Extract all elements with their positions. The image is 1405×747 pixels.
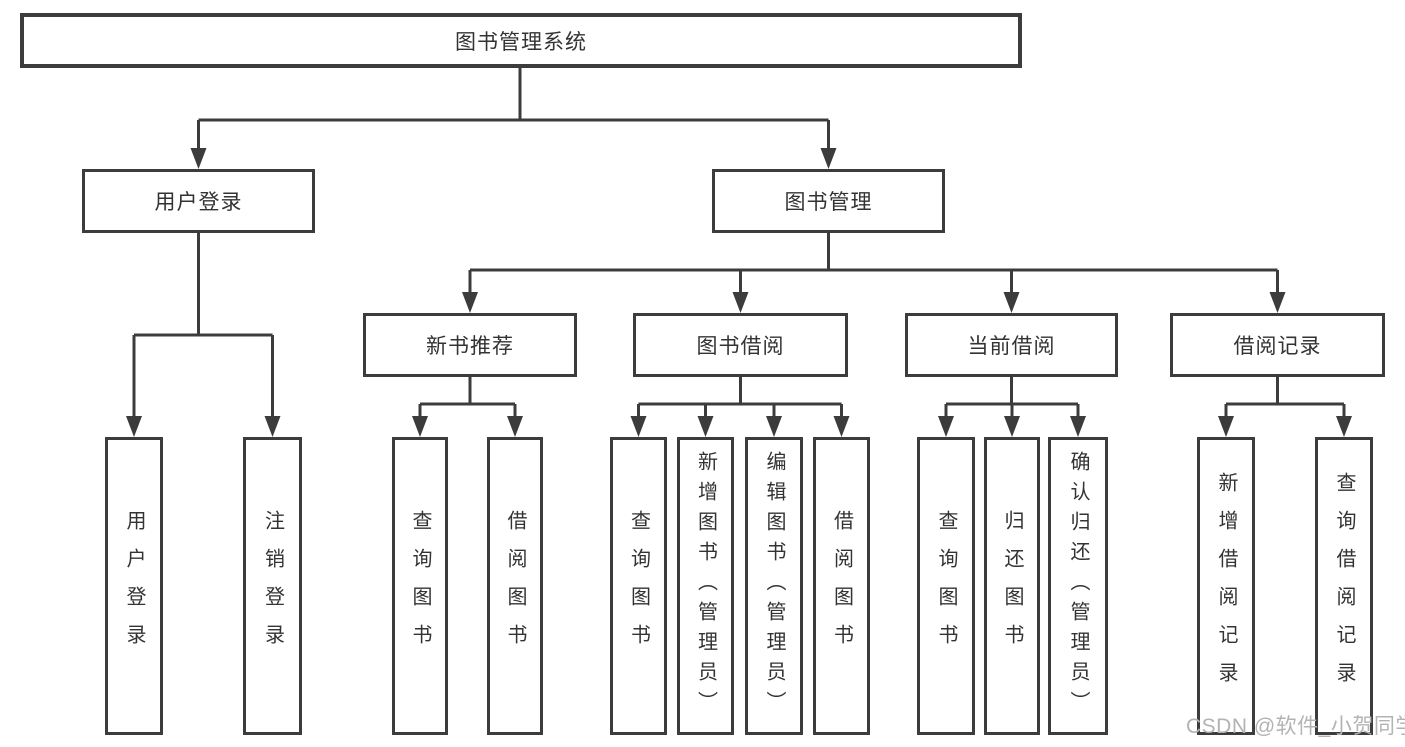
leaf-bb-borrow-books-label: 借阅图书 [830,510,853,662]
node-current-borrow: 当前借阅 [905,313,1118,377]
node-book-borrow: 图书借阅 [633,313,848,377]
leaf-br-query-record-label: 查询借阅记录 [1333,472,1355,700]
leaf-bb-query-books: 查询图书 [610,437,667,735]
leaf-cb-return-books: 归还图书 [984,437,1040,735]
leaf-cb-confirm-return: 确认归还（管理员） [1048,437,1108,735]
leaf-nb-borrow-books: 借阅图书 [487,437,543,735]
leaf-cb-confirm-return-label: 确认归还（管理员） [1067,451,1089,721]
leaf-user-login-label: 用户登录 [123,510,145,662]
node-new-book-recommend: 新书推荐 [363,313,577,377]
leaf-bb-add-books-label: 新增图书（管理员） [694,451,717,721]
leaf-bb-borrow-books: 借阅图书 [813,437,870,735]
leaf-cb-return-books-label: 归还图书 [1001,510,1023,662]
leaf-nb-query-books-label: 查询图书 [409,510,431,662]
leaf-bb-edit-books: 编辑图书（管理员） [745,437,803,735]
leaf-br-query-record: 查询借阅记录 [1315,437,1373,735]
leaf-cb-query-books-label: 查询图书 [935,510,957,662]
leaf-bb-edit-books-label: 编辑图书（管理员） [763,451,785,721]
leaf-bb-add-books: 新增图书（管理员） [677,437,734,735]
leaf-bb-query-books-label: 查询图书 [627,510,650,662]
csdn-watermark: CSDN @软件_小贺同学 [1186,715,1405,738]
leaf-br-add-record-label: 新增借阅记录 [1215,472,1237,700]
leaf-logout: 注销登录 [243,437,302,735]
leaf-user-login: 用户登录 [105,437,163,735]
leaf-cb-query-books: 查询图书 [917,437,975,735]
tree-edges [132,68,1346,424]
arrowhead-icons [126,148,1352,437]
node-book-management: 图书管理 [712,169,945,233]
node-library-management-system: 图书管理系统 [20,13,1022,68]
leaf-nb-borrow-books-label: 借阅图书 [504,510,526,662]
leaf-br-add-record: 新增借阅记录 [1197,437,1255,735]
node-user-login: 用户登录 [82,169,315,233]
node-borrow-records: 借阅记录 [1170,313,1385,377]
leaf-logout-label: 注销登录 [261,510,284,662]
leaf-nb-query-books: 查询图书 [392,437,448,735]
